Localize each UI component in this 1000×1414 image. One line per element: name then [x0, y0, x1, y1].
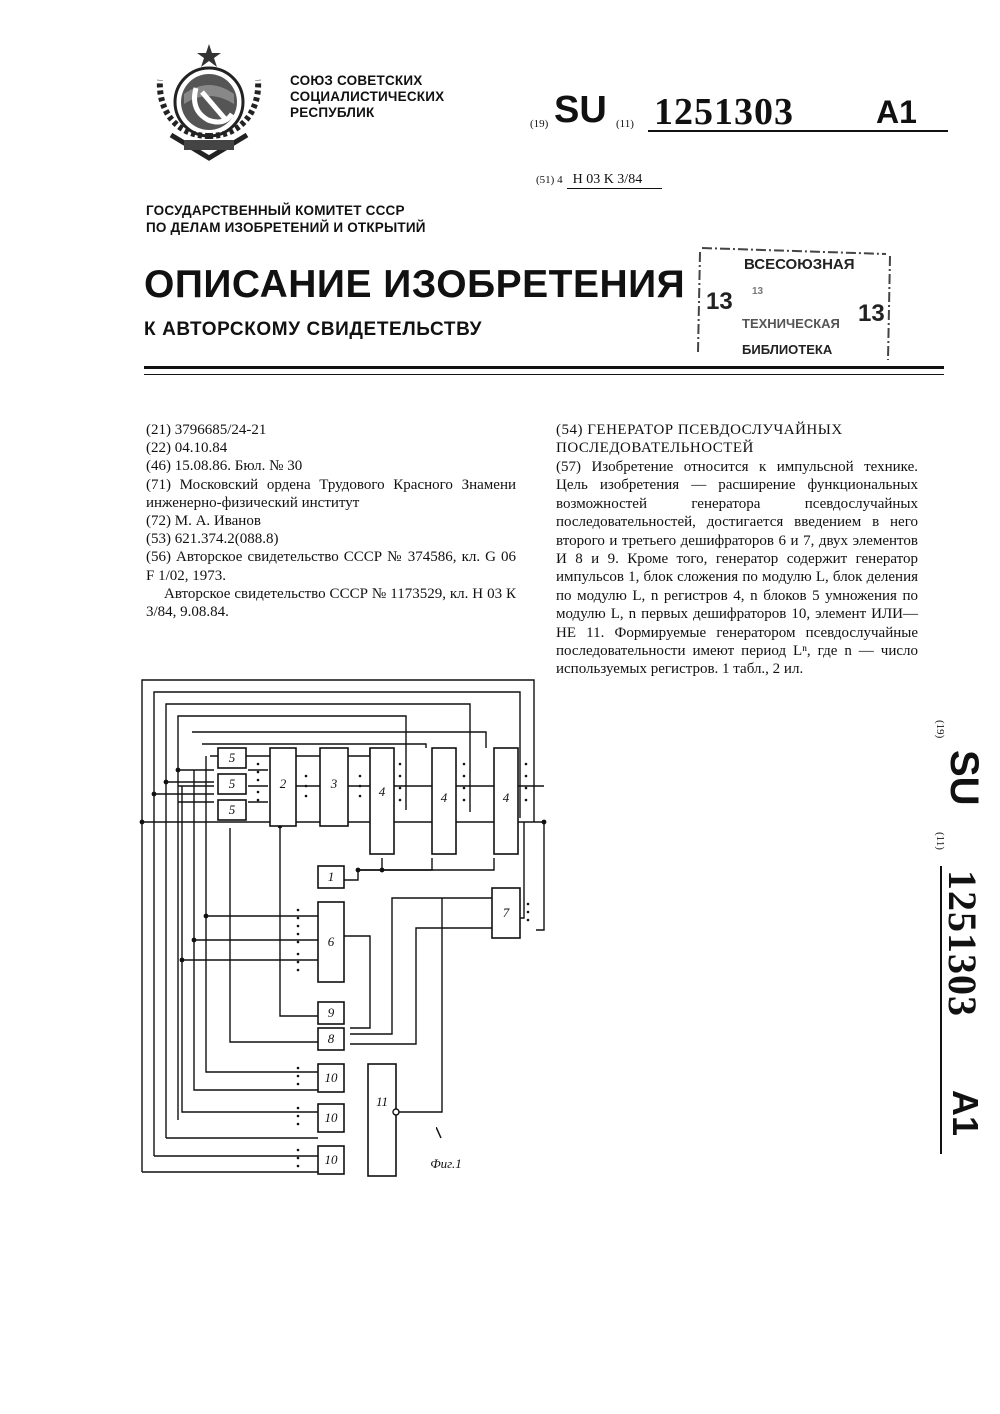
inverter-bubble — [393, 1109, 399, 1115]
library-stamp: ВСЕСОЮЗНАЯ 13 ТЕХНИЧЕСКАЯ БИБЛИОТЕКА 13 … — [694, 244, 894, 362]
label-4b: 4 — [441, 790, 448, 805]
side-number-rule — [940, 866, 942, 1154]
country-name: СОЮЗ СОВЕТСКИХ СОЦИАЛИСТИЧЕСКИХ РЕСПУБЛИ… — [290, 73, 444, 121]
biblio-field: (53) 621.374.2(088.8) — [146, 530, 516, 548]
label-5c: 5 — [229, 802, 236, 817]
code-19: (19) — [530, 118, 548, 130]
label-10b: 10 — [325, 1110, 339, 1125]
stamp-number-left: 13 — [706, 288, 733, 316]
country-line: СОЦИАЛИСТИЧЕСКИХ — [290, 89, 444, 105]
bibliographic-data: (21) 3796685/24-21 (22) 04.10.84 (46) 15… — [146, 421, 516, 621]
stamp-line: ВСЕСОЮЗНАЯ — [744, 256, 855, 273]
abstract-text: (57) Изобретение относится к импульсной … — [556, 458, 918, 679]
biblio-field: (21) 3796685/24-21 — [146, 421, 516, 439]
invention-title-line: ПОСЛЕДОВАТЕЛЬНОСТЕЙ — [556, 439, 926, 457]
wire — [342, 936, 370, 1028]
invention-title-line: (54) ГЕНЕРАТОР ПСЕВДОСЛУЧАЙНЫХ — [556, 421, 926, 439]
ipc-code: H 03 K 3/84 — [567, 172, 663, 189]
wire — [248, 770, 268, 802]
biblio-field: (22) 04.10.84 — [146, 439, 516, 457]
side-number: 1251303 — [939, 870, 986, 1017]
wire — [182, 786, 318, 1112]
label-2: 2 — [280, 776, 287, 791]
biblio-field: Авторское свидетельство СССР № 1173529, … — [146, 585, 516, 621]
label-7: 7 — [503, 905, 510, 920]
wire — [350, 898, 494, 1034]
country-line: СОЮЗ СОВЕТСКИХ — [290, 73, 444, 89]
kind-code: A1 — [876, 94, 917, 130]
block-11 — [368, 1064, 396, 1176]
wire — [230, 828, 318, 1042]
stamp-line: ТЕХНИЧЕСКАЯ — [742, 316, 840, 331]
stamp-line: БИБЛИОТЕКА — [742, 342, 832, 357]
label-9: 9 — [328, 1005, 335, 1020]
label-4a: 4 — [379, 784, 386, 799]
side-patent-number: (19) SU (11) 1251303 A1 — [924, 720, 994, 1160]
committee-line: ПО ДЕЛАМ ИЗОБРЕТЕНИЙ И ОТКРЫТИЙ — [146, 219, 426, 236]
header-rule-thin — [144, 374, 944, 375]
side-country-code: SU — [941, 750, 986, 806]
wire — [178, 770, 214, 802]
wire — [350, 928, 494, 1044]
label-3: 3 — [330, 776, 338, 791]
block-4a — [370, 748, 394, 854]
patent-number-block: (19) SU (11) 1251303 A1 — [530, 90, 950, 136]
wire — [280, 826, 318, 1016]
side-kind-code: A1 — [944, 1090, 986, 1136]
country-code: SU — [554, 90, 607, 130]
wire — [192, 732, 486, 748]
label-4c: 4 — [503, 790, 510, 805]
committee-line: ГОСУДАРСТВЕННЫЙ КОМИТЕТ СССР — [146, 202, 426, 219]
header-rule — [144, 366, 944, 369]
stamp-number-right: 13 — [858, 300, 885, 328]
biblio-field: (71) Московский ордена Трудового Красног… — [146, 476, 516, 512]
side-code-11: (11) — [934, 832, 946, 850]
label-11: 11 — [376, 1094, 388, 1109]
code-51: (51) 4 — [536, 174, 563, 186]
document-subtitle: К АВТОРСКОМУ СВИДЕТЕЛЬСТВУ — [144, 318, 482, 342]
label-1: 1 — [328, 869, 335, 884]
label-5a: 5 — [229, 750, 236, 765]
ipc-classification: (51) 4 H 03 K 3/84 — [536, 172, 662, 189]
wire — [344, 858, 494, 880]
block-diagram: 5 5 5 2 3 4 4 4 1 7 6 9 8 10 10 10 11 Фи… — [138, 672, 554, 1192]
wire — [154, 782, 214, 794]
stamp-line: 13 — [752, 286, 763, 297]
state-emblem-icon — [146, 40, 272, 170]
document-title: ОПИСАНИЕ ИЗОБРЕТЕНИЯ — [144, 262, 685, 308]
invention-title: (54) ГЕНЕРАТОР ПСЕВДОСЛУЧАЙНЫХ ПОСЛЕДОВА… — [556, 421, 926, 457]
label-10a: 10 — [325, 1070, 339, 1085]
number-underline — [648, 130, 948, 132]
wire — [396, 898, 442, 1112]
patent-number: 1251303 — [654, 92, 794, 132]
label-5b: 5 — [229, 776, 236, 791]
biblio-field: (72) М. А. Иванов — [146, 512, 516, 530]
figure-caption: Фиг.1 — [430, 1156, 462, 1171]
side-code-19: (19) — [934, 720, 946, 738]
label-10c: 10 — [325, 1152, 339, 1167]
country-line: РЕСПУБЛИК — [290, 105, 444, 121]
wire — [358, 858, 432, 870]
code-11: (11) — [616, 118, 634, 130]
label-6: 6 — [328, 934, 335, 949]
committee-name: ГОСУДАРСТВЕННЫЙ КОМИТЕТ СССР ПО ДЕЛАМ ИЗ… — [146, 202, 426, 236]
biblio-field: (56) Авторское свидетельство СССР № 3745… — [146, 548, 516, 584]
biblio-field: (46) 15.08.86. Бюл. № 30 — [146, 457, 516, 475]
label-8: 8 — [328, 1031, 335, 1046]
scan-mark — [436, 1127, 442, 1139]
